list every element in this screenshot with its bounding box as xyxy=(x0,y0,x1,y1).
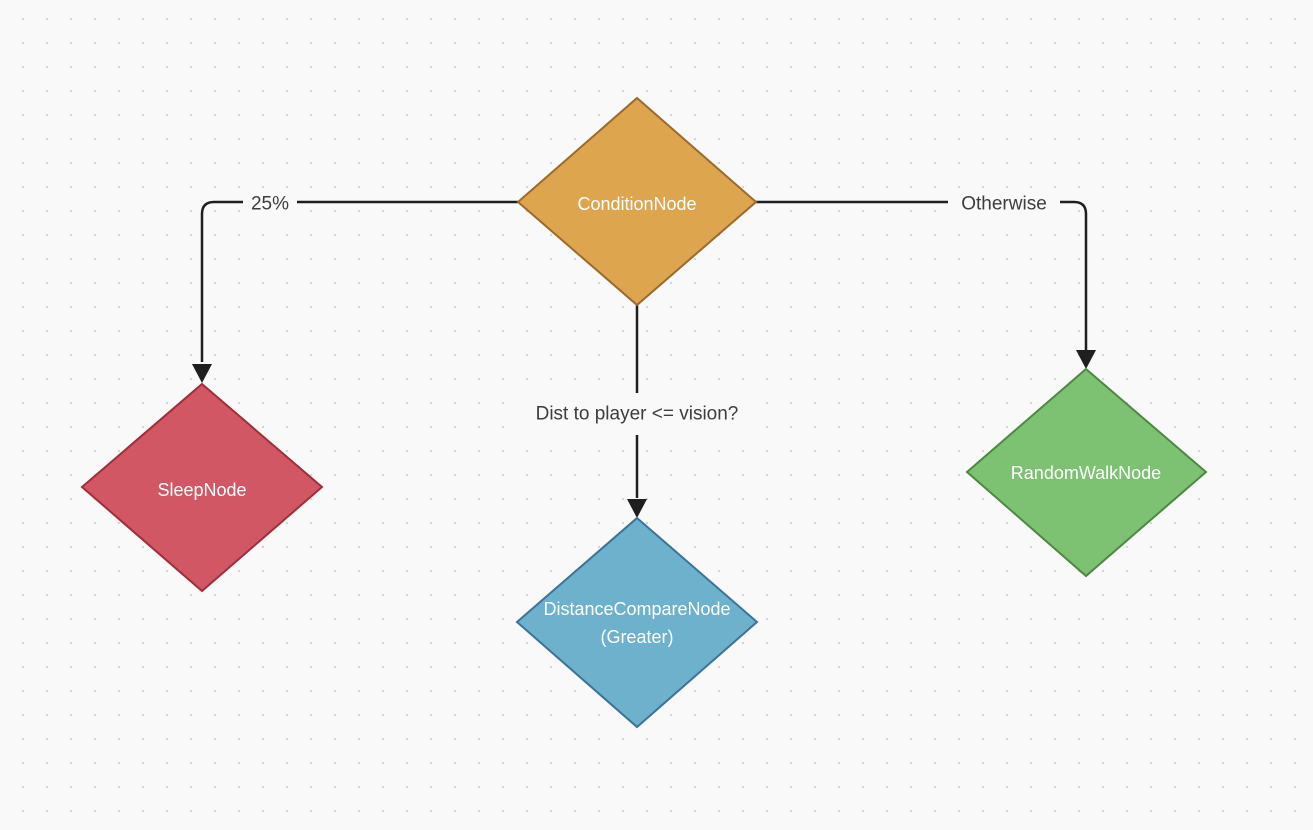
sleep-node-label: SleepNode xyxy=(157,480,246,500)
sleep-node-shape xyxy=(80,382,324,593)
edge-to-distance-label: Dist to player <= vision? xyxy=(536,404,739,425)
edge-to-distance-label-bg xyxy=(520,393,754,435)
edge-to-random-walk[interactable]: Otherwise xyxy=(756,190,1096,369)
condition-node[interactable]: ConditionNode xyxy=(516,96,758,307)
condition-node-label: ConditionNode xyxy=(577,194,696,214)
edge-to-sleep[interactable]: 25% xyxy=(192,190,518,383)
edge-to-random-walk-label-bg xyxy=(948,190,1060,216)
random-walk-node-label: RandomWalkNode xyxy=(1011,463,1161,483)
random-walk-node[interactable]: RandomWalkNode xyxy=(965,367,1208,578)
edge-to-random-walk-line xyxy=(756,200,1088,350)
edge-to-random-walk-label: Otherwise xyxy=(961,194,1047,215)
condition-node-shape xyxy=(516,96,758,307)
sleep-node[interactable]: SleepNode xyxy=(80,382,324,593)
edge-to-distance[interactable]: Dist to player <= vision? xyxy=(520,305,754,518)
edge-to-sleep-line xyxy=(200,200,518,362)
random-walk-node-shape xyxy=(965,367,1208,578)
distance-compare-node-label-line2: (Greater) xyxy=(600,627,673,647)
edge-to-random-walk-arrow xyxy=(1076,350,1096,369)
edge-to-sleep-label: 25% xyxy=(251,194,289,215)
distance-compare-node[interactable]: DistanceCompareNode (Greater) xyxy=(515,516,759,729)
distance-compare-node-label-line1: DistanceCompareNode xyxy=(543,599,730,619)
edge-to-sleep-label-bg xyxy=(243,190,297,216)
edge-to-sleep-arrow xyxy=(192,364,212,383)
distance-compare-node-shape xyxy=(515,516,759,729)
edge-to-distance-arrow xyxy=(627,499,647,518)
